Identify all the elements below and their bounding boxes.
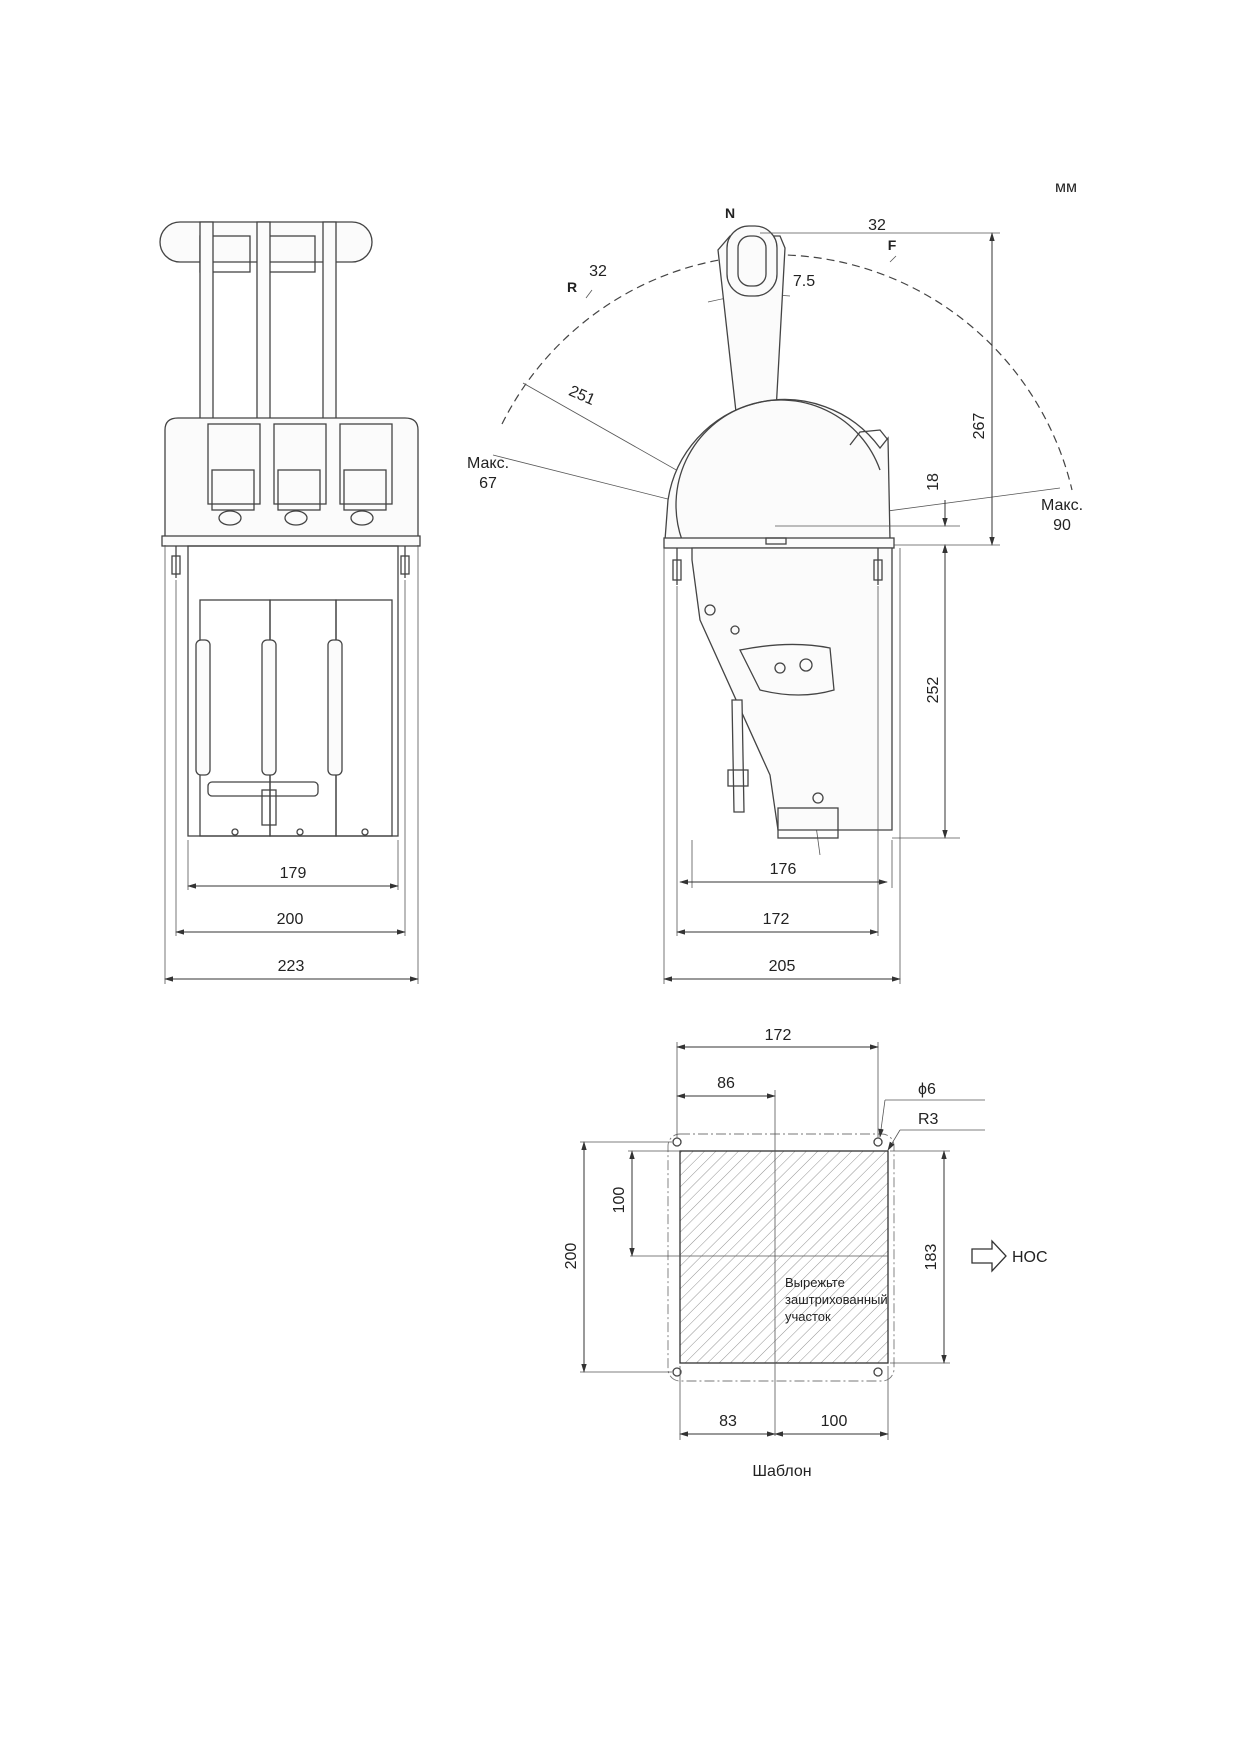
- template-view: 172 86 ϕ6 R3 100 200 183 НОС Вырежьте за…: [563, 1027, 1048, 1480]
- side-dim-205: 205: [769, 958, 796, 975]
- max-right-value: 90: [1053, 517, 1071, 534]
- side-dim-267: 267: [971, 413, 988, 440]
- position-f-label: F: [888, 237, 897, 253]
- side-dim-176: 176: [770, 861, 797, 878]
- template-caption: Шаблон: [752, 1463, 811, 1480]
- max-left-label: Макс.: [467, 455, 509, 472]
- front-view: 179 200 223: [159, 221, 421, 984]
- side-dim-7-5: 7.5: [793, 273, 815, 290]
- front-dim-200: 200: [277, 911, 304, 928]
- template-dim-183: 183: [923, 1244, 940, 1271]
- max-left-value: 67: [479, 475, 497, 492]
- front-dim-223: 223: [278, 958, 305, 975]
- side-dim-251: 251: [566, 383, 597, 409]
- side-dim-172: 172: [763, 911, 790, 928]
- cut-note-line-1: Вырежьте: [785, 1275, 845, 1290]
- side-dim-252: 252: [925, 677, 942, 704]
- units-label: мм: [1055, 179, 1077, 196]
- bow-label: НОС: [1012, 1249, 1048, 1266]
- template-dim-100-bottom: 100: [821, 1413, 848, 1430]
- max-right-label: Макс.: [1041, 497, 1083, 514]
- template-dim-100-left: 100: [611, 1187, 628, 1214]
- side-dim-32-left: 32: [589, 263, 607, 280]
- position-n-label: N: [725, 205, 735, 221]
- side-dim-18: 18: [925, 473, 942, 491]
- template-dim-83: 83: [719, 1413, 737, 1430]
- template-dim-200: 200: [563, 1243, 580, 1270]
- side-dim-32-top: 32: [868, 217, 886, 234]
- position-r-label: R: [567, 279, 577, 295]
- cut-note-line-3: участок: [785, 1309, 831, 1324]
- bow-arrow-icon: [971, 1239, 1007, 1273]
- front-dim-179: 179: [280, 865, 307, 882]
- template-corner-radius: R3: [918, 1111, 939, 1128]
- template-hole-diameter: ϕ6: [918, 1081, 936, 1098]
- cut-note-line-2: заштрихованный: [785, 1292, 888, 1307]
- template-dim-86: 86: [717, 1075, 735, 1092]
- template-dim-172: 172: [765, 1027, 792, 1044]
- side-view: N R F 32 32 7.5 251 Макс. 67 Макс. 90 26…: [467, 205, 1083, 984]
